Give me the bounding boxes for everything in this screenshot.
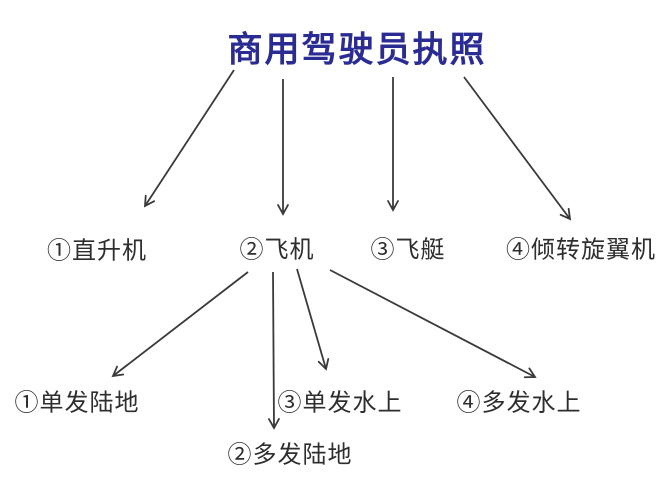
node-helicopter: ①直升机 bbox=[47, 238, 147, 265]
node-airship: ③飞艇 bbox=[370, 237, 446, 264]
node-airplane: ②飞机 bbox=[239, 237, 315, 264]
node-single-engine-sea: ③单发水上 bbox=[277, 390, 403, 417]
diagram-title: 商用驾驶员执照 bbox=[227, 30, 487, 70]
arrow-airplane-to-multi-engine-sea bbox=[329, 269, 537, 379]
node-multi-engine-sea: ④多发水上 bbox=[456, 390, 582, 417]
arrow-airplane-to-single-engine-sea bbox=[296, 268, 330, 371]
arrow-airplane-to-multi-engine-land bbox=[268, 271, 280, 430]
arrow-airplane-to-single-engine-land bbox=[111, 271, 249, 378]
arrow-title-to-helicopter bbox=[143, 69, 235, 208]
node-multi-engine-land: ②多发陆地 bbox=[227, 442, 353, 469]
node-tiltrotor: ④倾转旋翼机 bbox=[506, 237, 656, 264]
node-single-engine-land: ①单发陆地 bbox=[14, 390, 140, 417]
arrow-title-to-tiltrotor bbox=[463, 76, 572, 221]
